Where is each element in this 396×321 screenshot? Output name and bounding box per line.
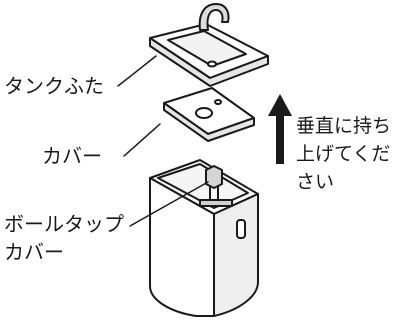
- leader-line-tank-lid: [117, 55, 157, 87]
- ball-tap-cover-label-line2: カバー: [4, 240, 64, 264]
- instruction-line3: さい: [296, 171, 335, 193]
- leader-line-cover: [123, 123, 161, 157]
- instruction-line2: 上げてくだ: [296, 143, 391, 165]
- up-arrow-icon: [268, 94, 292, 164]
- leader-line-ballcap: [129, 181, 209, 227]
- ball-tap-cover-label-line1: ボールタップ: [4, 212, 124, 236]
- tank-lid-label: タンクふた: [4, 74, 104, 98]
- instruction-line1: 垂直に持ち: [296, 115, 392, 137]
- leader-lines: [117, 55, 209, 227]
- tank-body-illustration: [149, 159, 259, 317]
- tank-lid-illustration: [149, 3, 269, 87]
- cover-label: カバー: [42, 144, 102, 168]
- cover-illustration: [163, 87, 255, 142]
